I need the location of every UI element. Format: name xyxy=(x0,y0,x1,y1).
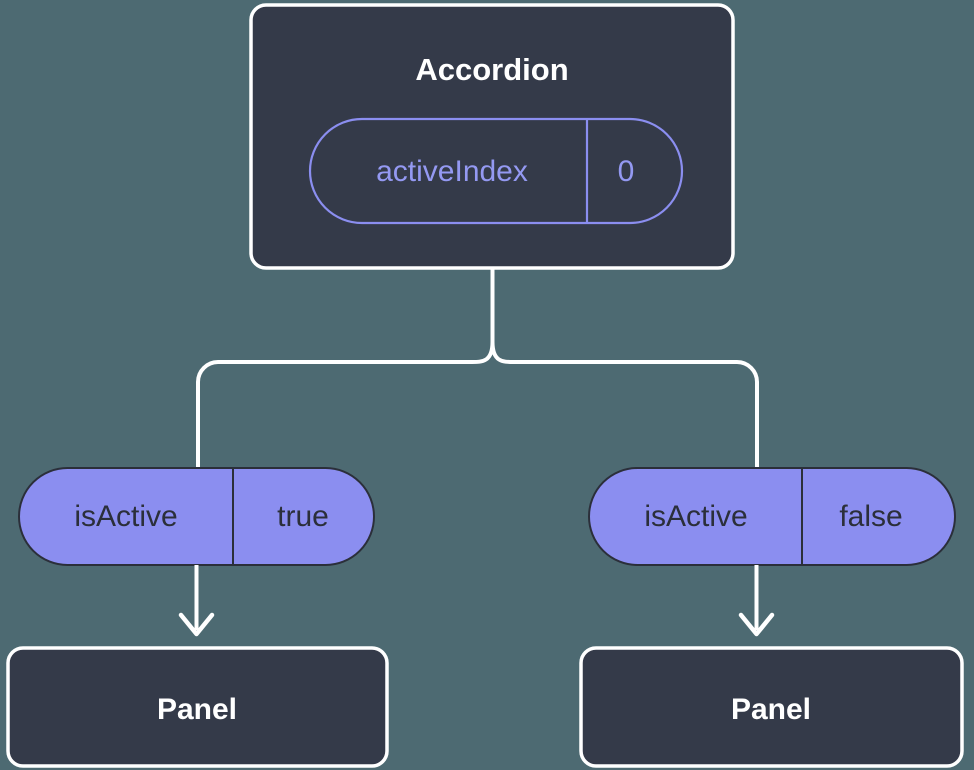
connector-fork-right xyxy=(490,341,759,468)
active-index-pill[interactable]: activeIndex 0 xyxy=(308,117,684,225)
accordion-box-border xyxy=(249,3,735,270)
accordion-node[interactable]: Accordion activeIndex 0 xyxy=(249,3,735,270)
panel-left-box-fill xyxy=(8,648,387,766)
active-index-pill-key: activeIndex xyxy=(376,155,528,188)
active-index-pill-outline xyxy=(308,117,684,225)
connector-group xyxy=(196,268,759,468)
is-active-pill-right[interactable]: isActive false xyxy=(588,467,956,566)
right-branch: isActive false Panel xyxy=(579,467,964,768)
connector-fork-left xyxy=(196,341,495,468)
panel-node-left[interactable]: Panel xyxy=(6,646,389,768)
left-branch: isActive true Panel xyxy=(6,467,389,768)
panel-right-box-fill xyxy=(581,648,962,766)
is-active-pill-left-value: true xyxy=(277,500,329,533)
is-active-pill-right-border xyxy=(588,467,956,566)
is-active-pill-right-fill xyxy=(589,468,955,565)
arrow-right xyxy=(738,565,775,637)
panel-right-title: Panel xyxy=(731,693,811,726)
is-active-pill-left-key: isActive xyxy=(74,500,177,533)
accordion-title: Accordion xyxy=(415,52,568,87)
active-index-pill-value: 0 xyxy=(618,155,635,188)
panel-node-right[interactable]: Panel xyxy=(579,646,964,768)
arrow-left xyxy=(178,565,215,637)
is-active-pill-left-fill xyxy=(19,468,374,565)
is-active-pill-right-value: false xyxy=(839,500,902,533)
is-active-pill-left[interactable]: isActive true xyxy=(18,467,375,566)
arrow-left-head xyxy=(178,612,215,637)
panel-right-box-border xyxy=(579,646,964,768)
arrow-right-head xyxy=(738,612,775,637)
is-active-pill-right-key: isActive xyxy=(644,500,747,533)
accordion-box-fill xyxy=(251,5,733,268)
panel-left-title: Panel xyxy=(157,693,237,726)
panel-left-box-border xyxy=(6,646,389,768)
